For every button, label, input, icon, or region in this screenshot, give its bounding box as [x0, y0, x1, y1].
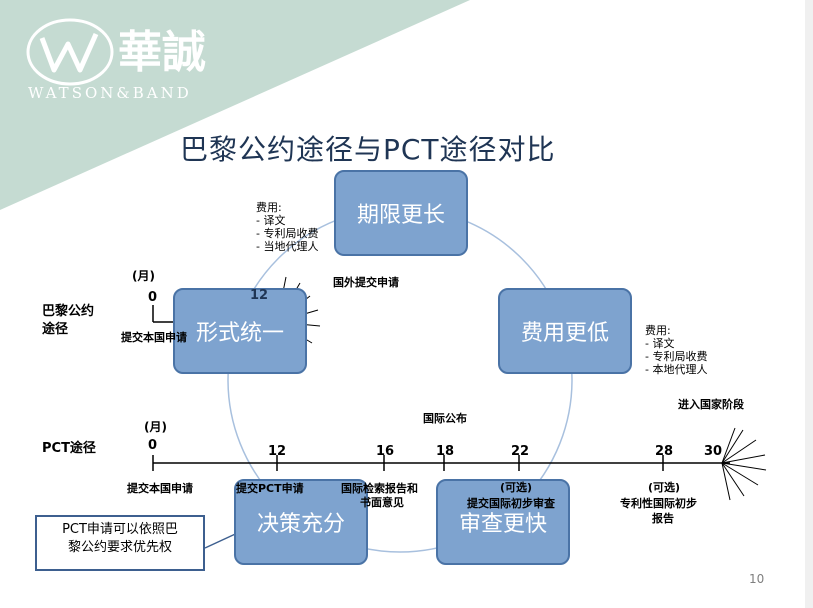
pct-prelim-report-line1: 专利性国际初步 — [620, 497, 697, 510]
pct-search-line1: 国际检索报告和 — [341, 482, 418, 495]
pct-tick-label: 28 — [655, 444, 674, 459]
callout-line1: PCT申请可以依照巴 — [62, 522, 178, 537]
pct-optional-1: (可选) — [500, 481, 533, 494]
callout-line2: 黎公约要求优先权 — [67, 540, 172, 555]
box-term-longer: 期限更长 — [334, 170, 468, 256]
paris-label-line1: 巴黎公约 — [42, 304, 95, 319]
fees-right-item: 译文 — [652, 337, 675, 350]
paris-file-foreign: 国外提交申请 — [333, 276, 399, 289]
fees-right: 费用: - 译文 - 专利局收费 - 本地代理人 — [645, 324, 708, 376]
pct-tick-label: 22 — [511, 444, 530, 459]
pct-search-line2: 书面意见 — [360, 496, 404, 509]
right-edge — [805, 0, 813, 608]
pct-tick-label: 16 — [376, 444, 395, 459]
logo-english: WATSON&BAND — [28, 84, 192, 102]
pct-tick-label: 30 — [704, 444, 723, 459]
fees-left-item: 当地代理人 — [263, 240, 319, 253]
box-review-faster: 审查更快 — [436, 479, 570, 565]
slide-title: 巴黎公约途径与PCT途径对比 — [180, 133, 556, 166]
pct-tick-label: 12 — [268, 444, 287, 459]
fees-right-item: 本地代理人 — [652, 363, 708, 376]
paris-month-unit: (月) — [132, 269, 155, 283]
paris-file-domestic: 提交本国申请 — [121, 331, 187, 344]
page-number: 10 — [749, 572, 765, 586]
fees-left-title: 费用: — [256, 201, 282, 214]
pct-file-pct: 提交PCT申请 — [236, 482, 304, 495]
fees-left-item: 专利局收费 — [263, 227, 319, 240]
paris-twelve-label: 12 — [250, 288, 269, 303]
pct-label: PCT途径 — [42, 441, 96, 456]
pct-fan-arrows — [721, 427, 767, 501]
pct-optional-2: (可选) — [648, 481, 681, 494]
box-form-unified: 形式统一 — [173, 288, 307, 374]
pct-prelim-exam: 提交国际初步审查 — [467, 497, 555, 510]
box-decision-sufficient: 决策充分 — [234, 479, 368, 565]
pct-ticks — [152, 455, 664, 471]
pct-publication: 国际公布 — [423, 412, 467, 425]
pct-national-phase: 进入国家阶段 — [678, 398, 744, 411]
priority-callout: PCT申请可以依照巴 黎公约要求优先权 — [35, 515, 205, 571]
box-cost-lower: 费用更低 — [498, 288, 632, 374]
fees-right-item: 专利局收费 — [652, 350, 708, 363]
pct-prelim-report-line2: 报告 — [652, 512, 674, 525]
paris-label-line2: 途径 — [42, 322, 69, 337]
paris-start-label: 0 — [148, 290, 158, 305]
pct-file-domestic: 提交本国申请 — [127, 482, 193, 495]
header-banner — [0, 0, 470, 210]
fees-left-item: 译文 — [263, 214, 286, 227]
logo-mark-icon — [26, 18, 114, 86]
pct-month-unit: (月) — [144, 420, 167, 434]
fees-left: 费用: - 译文 - 专利局收费 - 当地代理人 — [256, 201, 319, 253]
pct-tick-label: 0 — [148, 438, 158, 453]
logo-chinese: 華誠 — [118, 27, 206, 78]
fees-right-title: 费用: — [645, 324, 671, 337]
pct-tick-label: 18 — [436, 444, 455, 459]
